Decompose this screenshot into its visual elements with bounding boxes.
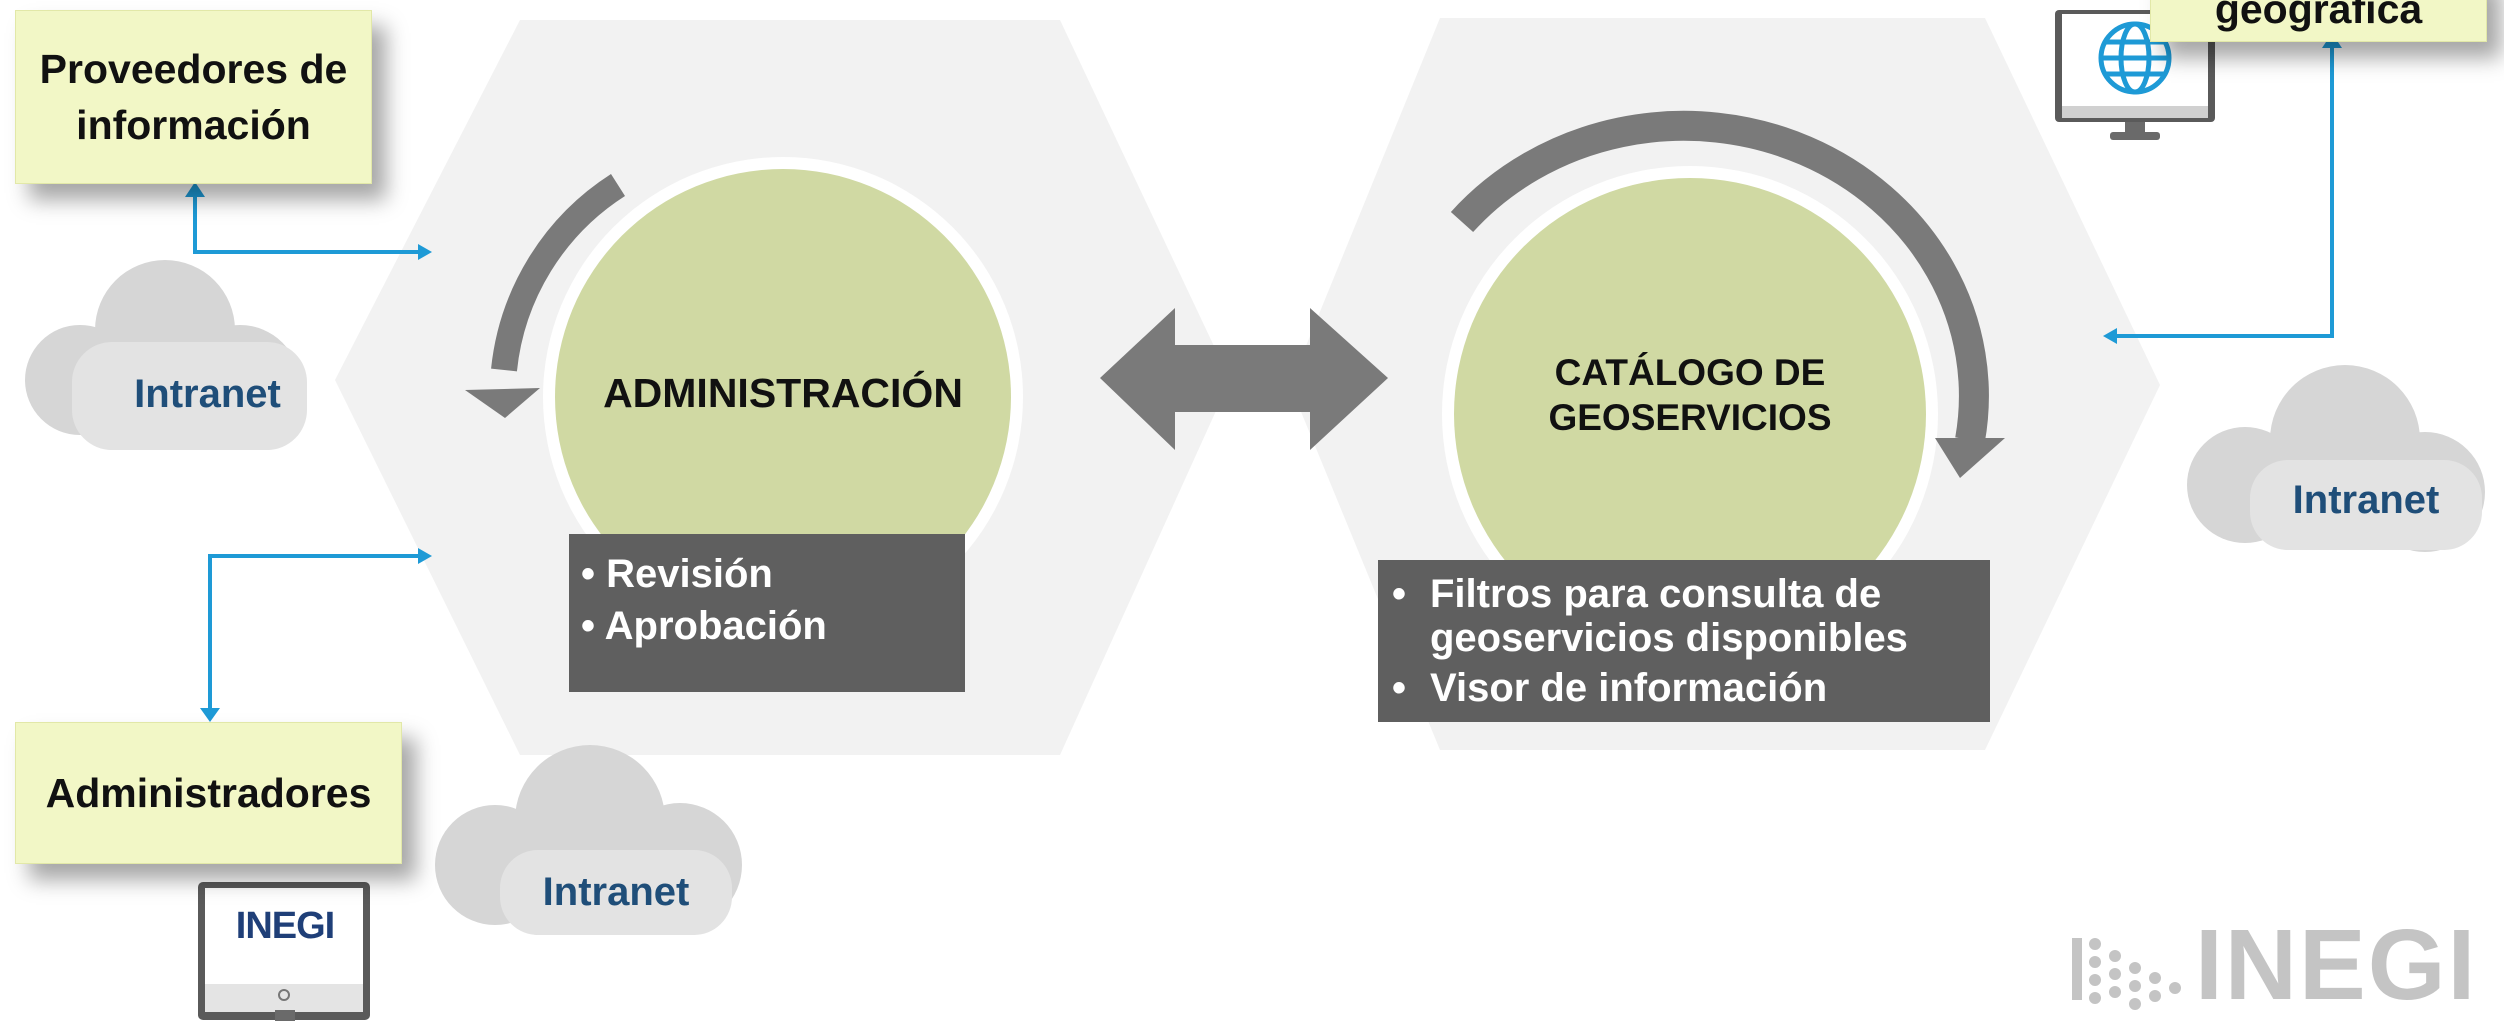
- catalog-bullet-filters-cont: geoservicios disponibles: [1430, 616, 1908, 660]
- monitor-inegi-logo: INEGI: [235, 905, 335, 947]
- catalog-title-line2: GEOSERVICIOS: [1548, 397, 1832, 438]
- inegi-logo: [2072, 938, 2181, 1010]
- catalog-title: CATÁLOGO DE GEOSERVICIOS: [1490, 350, 1890, 440]
- cloud-label-left: Intranet: [134, 372, 281, 416]
- catalog-bullet-viewer: •Visor de información: [1392, 666, 1828, 710]
- catalog-title-line1: CATÁLOGO DE: [1554, 352, 1826, 393]
- catalog-bullet-filters: •Filtros para consulta de: [1392, 572, 1882, 616]
- geo-box-label: geográfica: [2214, 0, 2423, 32]
- connector-providers: [193, 195, 420, 254]
- connector-admins: [208, 554, 420, 710]
- cycle-arrow-icon: [491, 174, 626, 372]
- monitor-icon: [198, 882, 370, 1021]
- admin-title: ADMINISTRACIÓN: [603, 370, 963, 416]
- admin-bullet-review: • Revisión: [581, 552, 773, 596]
- cloud-label-right: Intranet: [2292, 478, 2440, 522]
- connector-geo: [2115, 45, 2334, 338]
- admin-bullets-box: • Revisión • Aprobación: [569, 534, 965, 692]
- admins-box-label: Administradores: [45, 770, 372, 816]
- catalog-bullets-box: •Filtros para consulta de geoservicios d…: [1378, 560, 1990, 722]
- admins-box: Administradores: [15, 722, 402, 864]
- footer-inegi-logo: INEGI: [2195, 909, 2478, 1021]
- cloud-label-bottom: Intranet: [542, 870, 690, 914]
- globe-icon: [2098, 21, 2172, 95]
- admin-bullet-approval: • Aprobación: [581, 604, 827, 648]
- geo-box: geográfica: [2150, 0, 2487, 42]
- providers-line1: Proveedores de: [39, 46, 348, 92]
- cycle-arrow-icon: [1450, 110, 1989, 443]
- double-arrow-icon: [1100, 308, 1388, 450]
- providers-box: Proveedores de información: [15, 10, 372, 184]
- providers-line2: información: [76, 102, 311, 148]
